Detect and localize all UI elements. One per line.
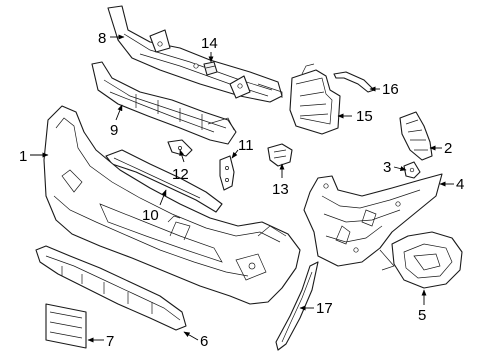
callout-16: 16 — [382, 81, 399, 98]
callout-7: 7 — [106, 333, 114, 350]
leader-12 — [179, 149, 185, 163]
callout-15: 15 — [356, 108, 373, 125]
callout-3: 3 — [383, 159, 391, 176]
callout-5: 5 — [418, 307, 426, 324]
callout-13: 13 — [272, 181, 289, 198]
part-3-bracket — [403, 161, 421, 179]
part-1-bumper-cover — [43, 105, 301, 305]
callout-10: 10 — [142, 207, 159, 224]
part-2-bracket — [399, 111, 433, 161]
part-4-bumper-support — [303, 173, 443, 271]
callout-4: 4 — [456, 176, 464, 193]
part-17-molding — [275, 261, 319, 351]
part-7-license-bracket — [45, 303, 87, 349]
part-8-reinforcement-bar — [107, 5, 283, 103]
part-14-clip — [203, 61, 218, 76]
callout-11: 11 — [238, 137, 254, 154]
part-15-air-duct — [289, 63, 341, 135]
callout-1: 1 — [19, 148, 27, 165]
leader-lines — [30, 34, 454, 343]
callout-2: 2 — [444, 140, 452, 157]
leader-3 — [393, 166, 407, 172]
leader-9 — [115, 104, 123, 121]
part-13-bracket — [267, 143, 293, 167]
part-16-trim-strip — [333, 71, 375, 93]
callout-8: 8 — [98, 30, 106, 47]
leader-10 — [159, 189, 167, 206]
part-9-energy-absorber — [91, 61, 237, 145]
part-6-lower-grille — [35, 245, 187, 331]
leader-6 — [183, 331, 199, 341]
part-12-bracket — [167, 139, 193, 157]
callout-12: 12 — [172, 166, 189, 183]
leader-11 — [231, 149, 239, 159]
callout-labels: 1 2 3 4 5 6 7 8 9 10 11 12 13 14 15 16 1… — [19, 30, 464, 350]
callout-14: 14 — [201, 35, 218, 52]
part-5-bezel — [391, 231, 463, 289]
part-11-bracket — [219, 155, 235, 191]
callout-6: 6 — [200, 333, 208, 350]
callout-9: 9 — [110, 122, 118, 139]
part-10-support-strip — [105, 149, 223, 213]
callout-17: 17 — [316, 300, 333, 317]
